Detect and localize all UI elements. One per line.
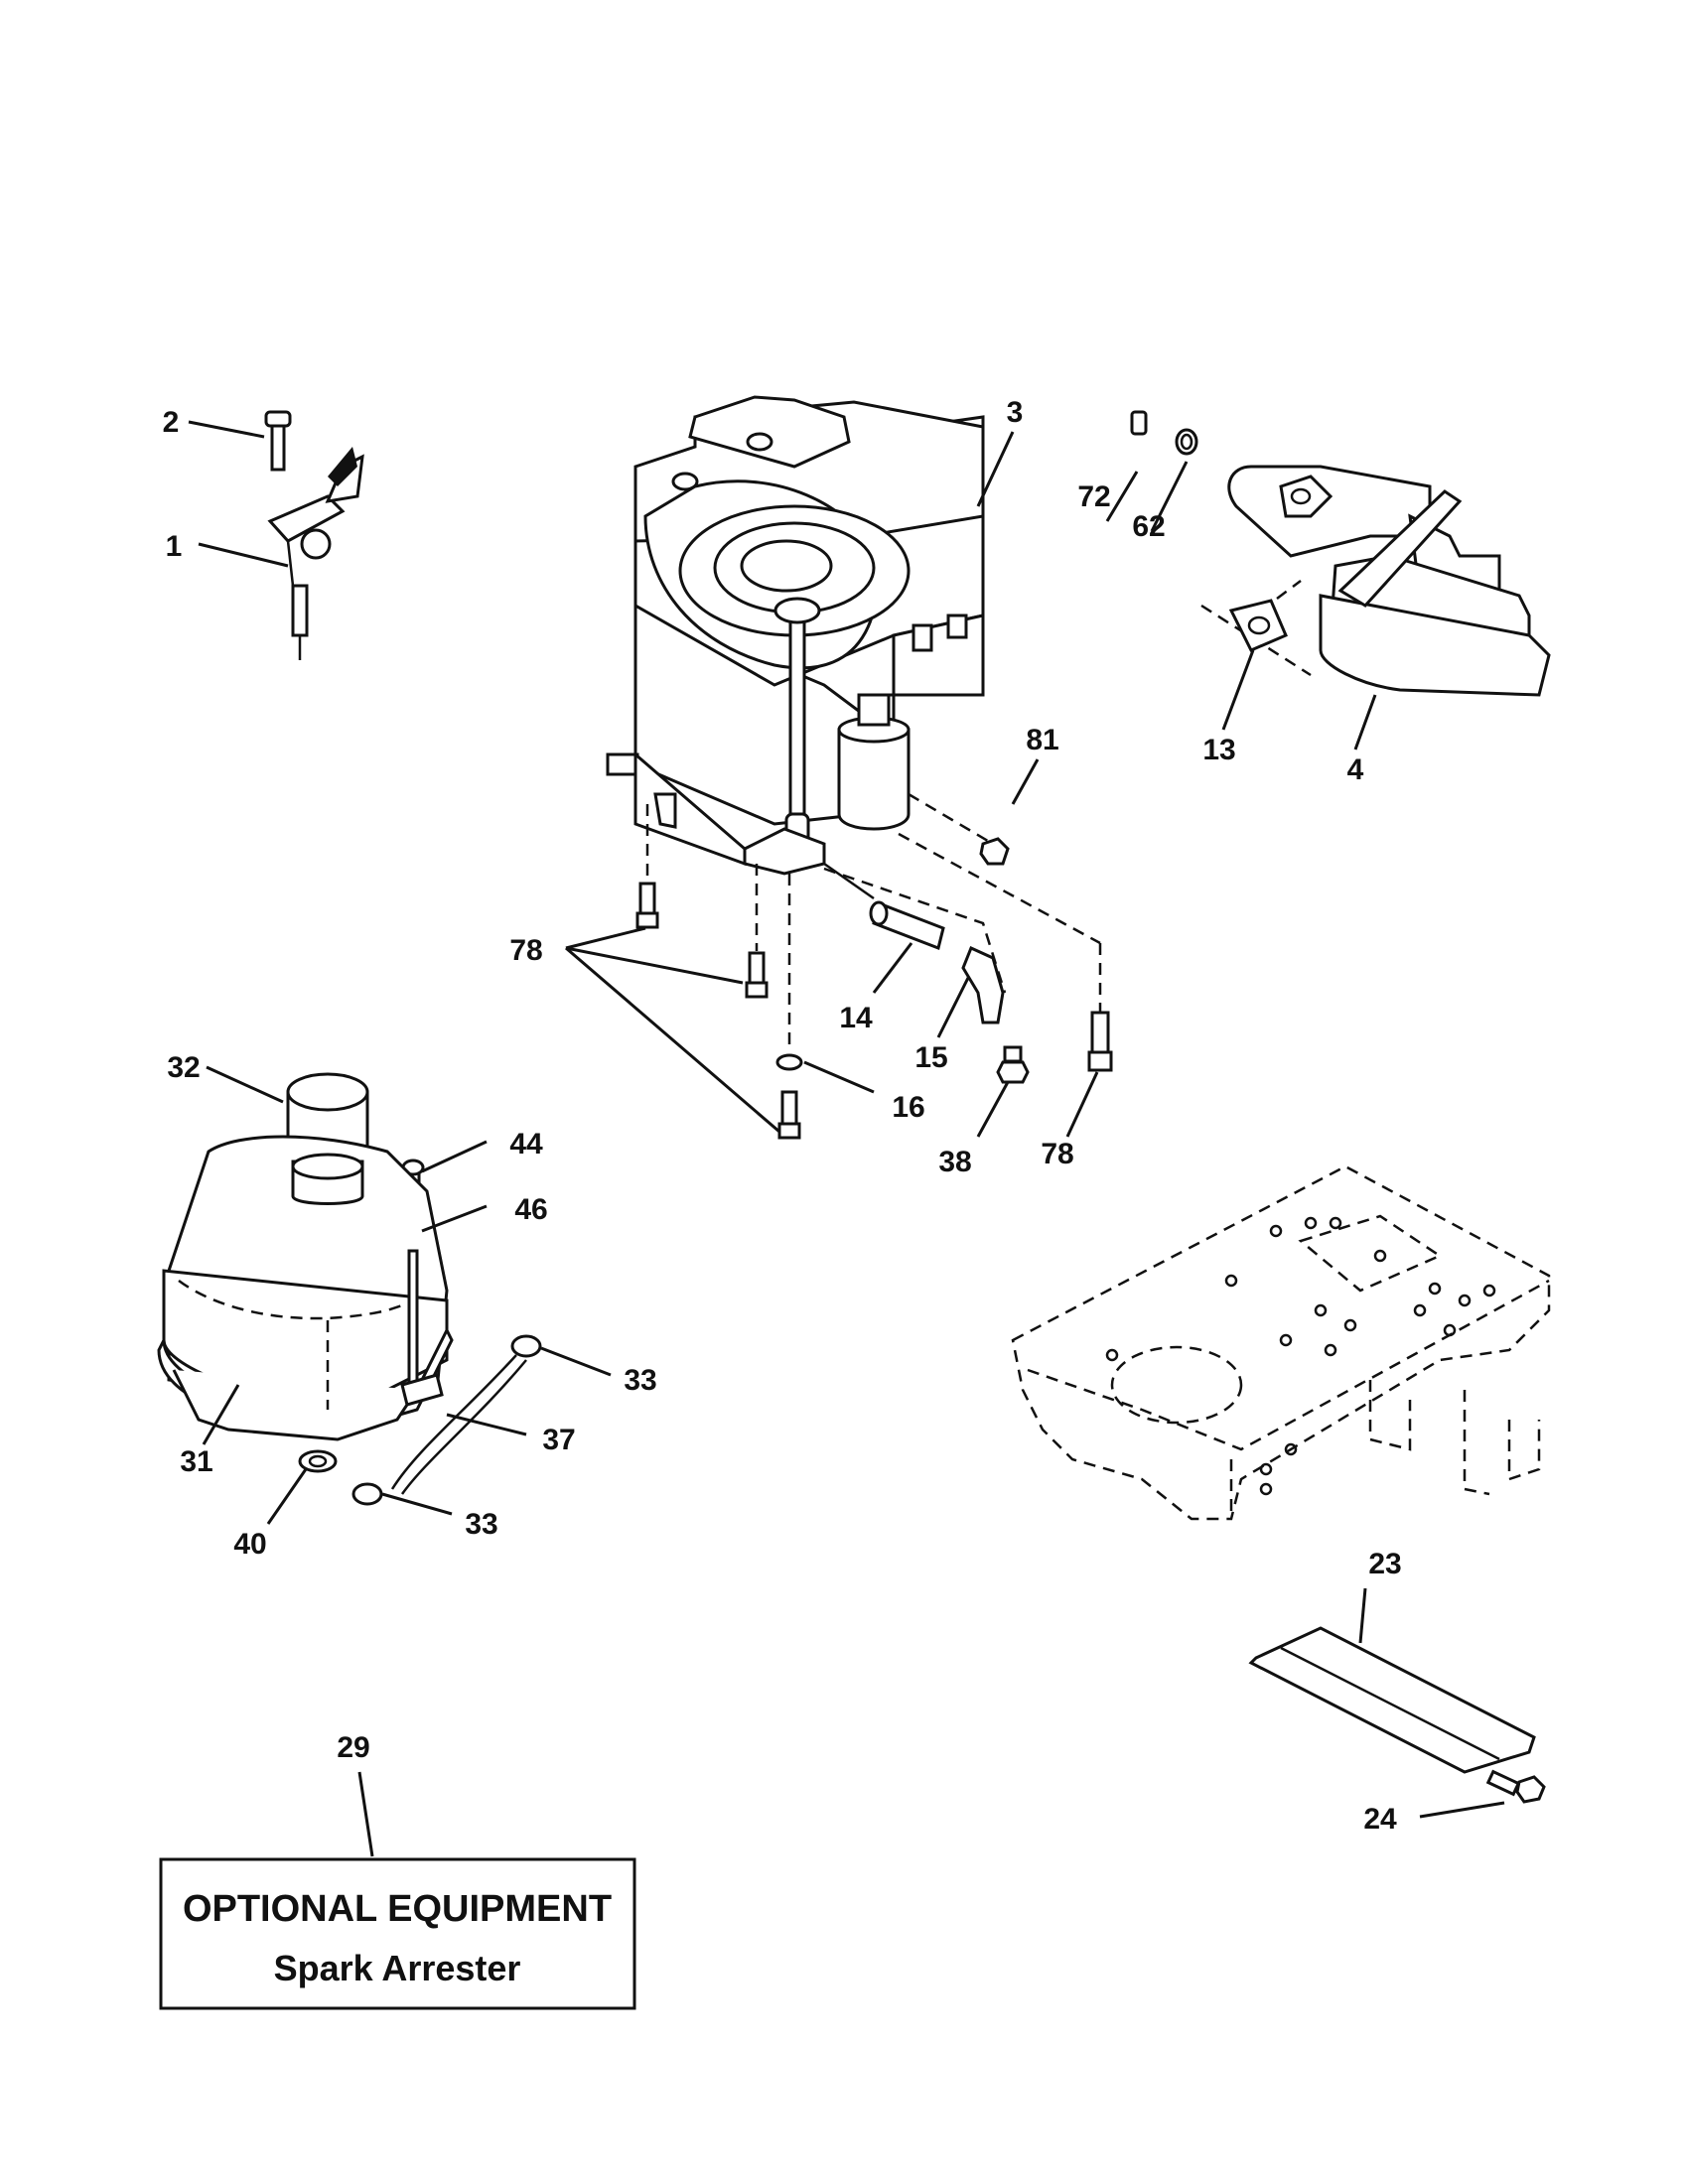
leader-lines bbox=[188, 420, 1505, 1857]
callout-15: 15 bbox=[914, 1041, 947, 1074]
callout-72: 72 bbox=[1077, 480, 1110, 513]
callout-3: 3 bbox=[1007, 396, 1024, 429]
callout-4: 4 bbox=[1347, 753, 1364, 786]
callout-13: 13 bbox=[1202, 734, 1235, 766]
callout-33a: 33 bbox=[624, 1364, 656, 1397]
callout-38: 38 bbox=[938, 1146, 971, 1178]
callout-78a: 78 bbox=[509, 934, 542, 967]
callout-37: 37 bbox=[542, 1424, 575, 1456]
callout-29: 29 bbox=[337, 1731, 369, 1764]
callout-24: 24 bbox=[1363, 1803, 1397, 1836]
engine bbox=[606, 395, 985, 876]
callout-16: 16 bbox=[892, 1091, 924, 1124]
callout-78b: 78 bbox=[1041, 1138, 1073, 1170]
optional-equipment-title: OPTIONAL EQUIPMENT bbox=[183, 1888, 612, 1930]
callout-44: 44 bbox=[509, 1128, 543, 1160]
muffler bbox=[1130, 410, 1551, 697]
callout-32: 32 bbox=[167, 1051, 200, 1084]
callout-62: 62 bbox=[1132, 510, 1165, 543]
frame bbox=[1011, 1164, 1551, 1521]
callout-40: 40 bbox=[233, 1528, 266, 1561]
heat-shield bbox=[1248, 1626, 1546, 1804]
callout-81: 81 bbox=[1026, 724, 1058, 756]
callout-33b: 33 bbox=[465, 1508, 497, 1541]
callout-2: 2 bbox=[163, 406, 180, 439]
optional-equipment-box: OPTIONAL EQUIPMENT Spark Arrester bbox=[159, 1857, 636, 2010]
fuel-tank bbox=[157, 1072, 542, 1506]
callout-31: 31 bbox=[180, 1445, 212, 1478]
callout-1: 1 bbox=[166, 530, 183, 563]
callout-14: 14 bbox=[839, 1002, 873, 1034]
throttle-control bbox=[264, 410, 364, 660]
engine-fasteners bbox=[635, 792, 1113, 1140]
callout-labels: 1 2 3 4 13 14 15 16 23 24 29 31 32 33 33… bbox=[163, 396, 1402, 1836]
callout-46: 46 bbox=[514, 1193, 547, 1226]
spark-arrester-label: Spark Arrester bbox=[274, 1948, 521, 1988]
callout-23: 23 bbox=[1368, 1548, 1401, 1580]
